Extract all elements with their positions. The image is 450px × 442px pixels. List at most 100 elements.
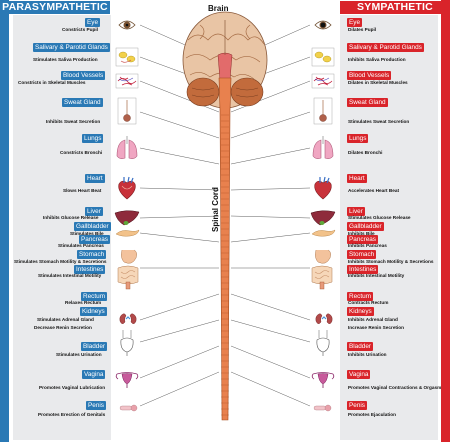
- brain-label: Brain: [208, 4, 229, 13]
- nerve-line: [139, 111, 220, 139]
- para-tag-rectum: Rectum: [81, 292, 108, 301]
- symp-tag-gallbladder: Gallbladder: [347, 222, 384, 231]
- lungs-icon: [116, 136, 138, 159]
- para-desc-adrenal: Stimulates Adrenal Gland: [37, 317, 94, 322]
- nerve-line: [230, 232, 311, 243]
- para-tag-intestines: Intestines: [74, 265, 106, 274]
- symp-tag-eye: Eye: [347, 18, 363, 27]
- para-tag-bladder: Bladder: [81, 342, 108, 351]
- parasympathetic-side-bar: [0, 0, 9, 442]
- symp-desc-vagina: Promotes Vaginal Contractions & Orgasm: [348, 385, 442, 390]
- symp-desc-liver: Stimulates Glucose Release: [348, 215, 411, 220]
- sweat-gland-icon: [117, 97, 137, 125]
- sympathetic-side-bar: [441, 0, 450, 442]
- pancreas-icon: [115, 229, 140, 237]
- symp-desc-salivary: Inhibits Saliva Production: [348, 57, 406, 62]
- para-desc-lungs: Constricts Bronchi: [60, 150, 103, 155]
- symp-tag-bladder: Bladder: [347, 342, 374, 351]
- liver-icon: [310, 210, 336, 226]
- symp-tag-rectum: Rectum: [347, 292, 374, 301]
- nerve-line: [139, 80, 220, 113]
- nerve-line: [230, 293, 311, 321]
- symp-desc-gallbladder: Inhibits Bile: [348, 231, 375, 236]
- symp-tag-heart: Heart: [347, 174, 367, 183]
- para-tag-pancreas: Pancreas: [79, 235, 110, 244]
- pancreas-icon: [311, 229, 336, 237]
- sweat-gland-icon: [313, 97, 333, 125]
- blood-vessels-icon: [115, 73, 139, 89]
- para-tag-lungs: Lungs: [82, 134, 104, 143]
- uterus-icon: [115, 372, 139, 388]
- symp-desc-stomach: Inhibits Stomach Motility & Secretions: [348, 259, 434, 264]
- para-desc-heart: Slows Heart Beat: [63, 188, 102, 193]
- kidneys-icon: [119, 313, 137, 324]
- salivary-glands-icon: [311, 47, 335, 67]
- symp-desc-blood-vessels: Dilates in Skeletal Muscles: [348, 80, 408, 85]
- symp-tag-sweat-gland: Sweat Gland: [347, 98, 388, 107]
- para-tag-blood-vessels: Blood Vessels: [61, 71, 106, 80]
- heart-icon: [118, 176, 136, 200]
- eye-icon: [118, 20, 136, 30]
- lungs-icon: [312, 136, 334, 159]
- para-desc-gallbladder: Stimulates Bile: [70, 231, 104, 236]
- nerve-line: [230, 345, 311, 379]
- para-tag-sweat-gland: Sweat Gland: [62, 98, 103, 107]
- nerve-line: [139, 232, 220, 243]
- para-desc-stomach: Stimulates Stomach Motility & Secretions: [14, 259, 107, 264]
- nerve-line: [139, 215, 220, 219]
- para-tag-liver: Liver: [85, 207, 103, 216]
- para-desc-vagina: Promotes Vaginal Lubrication: [39, 385, 106, 390]
- spinal-cord-illustration: [218, 77, 232, 421]
- symp-tag-kidneys: Kidneys: [347, 307, 374, 316]
- symp-tag-intestines: Intestines: [347, 265, 379, 274]
- salivary-glands-icon: [115, 47, 139, 67]
- symp-desc-heart: Accelerates Heart Beat: [348, 188, 400, 193]
- para-desc-blood-vessels: Constricts in Skeletal Muscles: [18, 80, 86, 85]
- symp-desc-penis: Promotes Ejaculation: [348, 412, 396, 417]
- para-desc-penis: Promotes Erection of Genitals: [38, 412, 106, 417]
- heart-icon: [314, 176, 332, 200]
- symp-tag-salivary: Salivary & Parotid Glands: [347, 43, 424, 52]
- penis-icon: [119, 404, 138, 412]
- para-desc-eye: Constricts Pupil: [62, 27, 98, 32]
- para-desc-salivary: Stimulates Saliva Production: [33, 57, 98, 62]
- nerve-line: [230, 187, 311, 191]
- brain-illustration: [182, 11, 268, 109]
- kidneys-icon: [315, 313, 333, 324]
- symp-desc-bladder: Inhibits Urination: [348, 352, 387, 357]
- symp-tag-penis: Penis: [347, 401, 367, 410]
- spinal-cord-label: Spinal Cord: [211, 187, 220, 232]
- symp-tag-blood-vessels: Blood Vessels: [347, 71, 392, 80]
- para-tag-gallbladder: Gallbladder: [74, 222, 111, 231]
- para-tag-penis: Penis: [86, 401, 106, 410]
- nerve-line: [230, 371, 311, 407]
- sympathetic-header: SYMPATHETIC: [340, 1, 450, 14]
- stomach-intestines-icon: [311, 249, 333, 290]
- para-desc-liver: Inhibits Glucose Release: [43, 215, 99, 220]
- symp-desc-eye: Dilates Pupil: [348, 27, 377, 32]
- para-tag-kidneys: Kidneys: [80, 307, 107, 316]
- symp-desc-sweat-gland: Stimulates Sweat Secretion: [348, 119, 410, 124]
- para-tag-eye: Eye: [85, 18, 101, 27]
- liver-icon: [114, 210, 140, 226]
- bladder-icon: [316, 330, 330, 356]
- penis-icon: [313, 404, 332, 412]
- symp-tag-liver: Liver: [347, 207, 365, 216]
- nerve-line: [139, 293, 220, 321]
- para-desc-bladder: Stimulates Urination: [56, 352, 102, 357]
- symp-desc-pancreas: Inhibits Pancreas: [348, 243, 387, 248]
- para-tag-salivary: Salivary & Parotid Glands: [33, 43, 110, 52]
- nerve-line: [139, 187, 220, 191]
- symp-tag-vagina: Vagina: [347, 370, 371, 379]
- stomach-intestines-icon: [117, 249, 139, 290]
- nerve-line: [139, 371, 220, 407]
- symp-tag-lungs: Lungs: [347, 134, 369, 143]
- symp-desc-rectum: Contracts Rectum: [348, 300, 389, 305]
- eye-dilated-icon: [314, 20, 332, 30]
- para-desc-pancreas: Stimulates Pancreas: [58, 243, 104, 248]
- nerve-line: [230, 80, 311, 113]
- symp-tag-pancreas: Pancreas: [347, 235, 378, 244]
- nerve-line: [139, 147, 220, 165]
- para-desc-renin: Decrease Renin Secretion: [34, 325, 92, 330]
